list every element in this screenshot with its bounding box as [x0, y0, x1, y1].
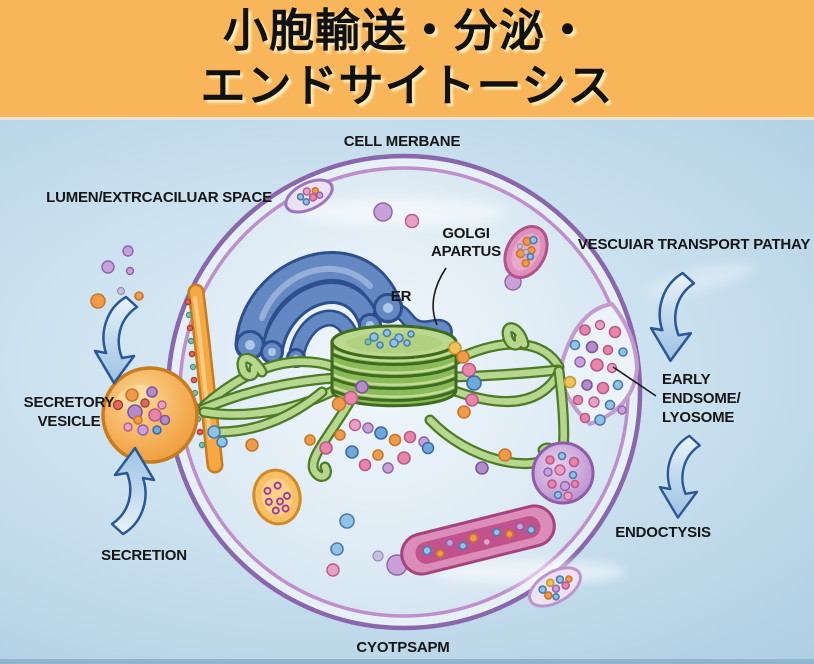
title-banner: 小胞輸送・分泌・ エンドサイトーシス	[0, 0, 814, 120]
label-endocytosis: ENDOCTYSIS	[615, 524, 711, 541]
membrane-budding-vesicle-bottom	[528, 566, 582, 608]
transport-vesicle-dots	[304, 341, 512, 475]
arrow-secretion-out	[93, 295, 139, 385]
label-er: ER	[390, 288, 412, 305]
label-secretory-vesicle: SECRETORY VESICLE	[23, 394, 115, 430]
label-cell-membrane: CELL MERBANE	[343, 133, 461, 150]
page-title-line1: 小胞輸送・分泌・	[222, 3, 591, 57]
membrane-fusion-band	[184, 283, 224, 474]
label-lumen: LUMEN/EXTRCACILUAR SPACE	[46, 189, 272, 206]
orange-vesicle	[252, 468, 302, 526]
golgi-stack	[330, 324, 458, 408]
endosome-pointer-line	[612, 366, 657, 397]
secreted-molecule-dots	[90, 245, 144, 309]
cell-diagram: CELL MERBANE LUMEN/EXTRCACILUAR SPACE GO…	[0, 120, 814, 664]
late-endosome	[531, 441, 595, 505]
membrane-budding-vesicle-top	[284, 178, 334, 214]
label-golgi: GOLGI APARTUS	[431, 225, 501, 260]
label-cytoplasm: CYOTPSAPM	[356, 639, 450, 656]
secretory-vesicle	[101, 366, 199, 464]
early-endosome-cluster	[563, 319, 628, 426]
page-title-line2: エンドサイトーシス	[200, 58, 614, 112]
arrow-endocytosis-down	[658, 434, 701, 519]
label-vesicular-transport: VESCUIAR TRANSPORT PATHAY	[577, 236, 811, 253]
label-secretion: SECRETION	[101, 547, 187, 564]
highlight	[295, 198, 505, 226]
golgi-pointer-line	[432, 267, 447, 326]
label-early-endosome: EARLY ENDSOME/ LYOSOME	[662, 371, 741, 426]
lysosome-organelle	[400, 504, 556, 576]
endosome-top-right	[503, 225, 549, 279]
cell-illustration	[90, 153, 754, 631]
